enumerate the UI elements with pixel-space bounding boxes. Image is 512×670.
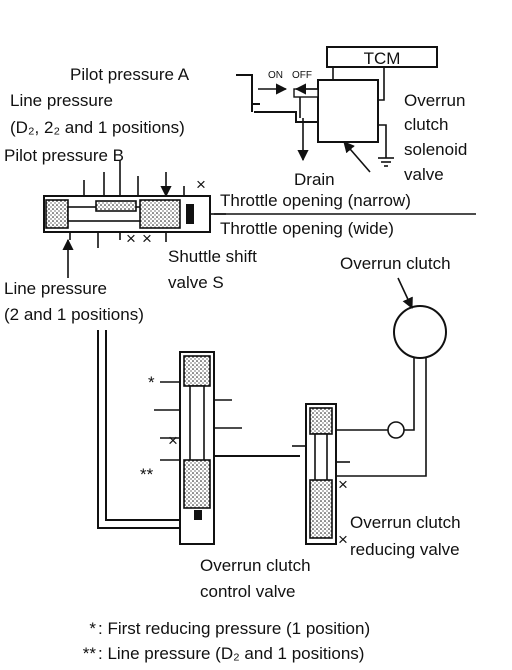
check-valve-ball (387, 421, 405, 439)
check-valve (336, 330, 415, 439)
overrun-clutch-control-valve: * × ** (140, 351, 242, 545)
pilot-pressure-a-label: Pilot pressure A (70, 65, 190, 84)
shuttle-label-2: valve S (168, 273, 224, 292)
feed-pipe-outer (97, 330, 196, 529)
off-label: OFF (292, 70, 312, 81)
x-mark-reducing-1: × (338, 475, 348, 494)
star-marker-control: * (148, 373, 155, 392)
on-off-switch: ON OFF (258, 70, 318, 95)
shuttle-label-1: Shuttle shift (168, 247, 257, 266)
legend-symbol-1: * (89, 619, 96, 638)
reducing-dotted-top (309, 407, 333, 435)
check-valve-out (404, 330, 415, 431)
solenoid-valve (293, 67, 394, 173)
overrun-clutch-pointer (397, 277, 413, 310)
throttle-wide-label: Throttle opening (wide) (220, 219, 394, 238)
reducing-port-right-2 (336, 330, 427, 477)
overrun-clutch-reducing-valve: × × (292, 330, 427, 549)
double-star-marker-control: ** (140, 465, 154, 484)
x-mark-reducing-2: × (338, 530, 348, 549)
control-valve-label-2: control valve (200, 582, 295, 601)
solenoid-pointer (343, 141, 371, 173)
legend: * : First reducing pressure (1 position)… (83, 619, 370, 663)
shuttle-dotted-left (45, 199, 69, 229)
solenoid-plunger (293, 88, 319, 98)
positions-d2-label: (D₂, 2₂ and 1 positions) (10, 118, 185, 137)
on-label: ON (268, 70, 283, 81)
line-pressure-left-label: Line pressure (4, 279, 107, 298)
legend-text-1: : First reducing pressure (1 position) (98, 619, 370, 638)
shuttle-shift-valve: × × × (43, 160, 226, 248)
reducing-valve-label-1: Overrun clutch (350, 513, 461, 532)
legend-text-2: : Line pressure (D₂ and 1 positions) (98, 644, 364, 663)
ground-wire (378, 124, 387, 158)
line-to-solenoid (254, 111, 318, 123)
shuttle-dotted-mid (95, 200, 137, 212)
legend-symbol-2: ** (83, 644, 97, 663)
overrun-solenoid-label-2: clutch (404, 115, 448, 134)
overrun-solenoid-label-1: Overrun (404, 91, 465, 110)
solenoid-body (317, 79, 379, 143)
reducing-dotted-bottom (309, 479, 333, 539)
x-mark-shuttle-bottom-1: × (126, 229, 136, 248)
x-mark-shuttle-bottom-2: × (142, 229, 152, 248)
pilot-a-pipe (236, 74, 260, 105)
shuttle-plug (186, 204, 194, 224)
positions-21-label: (2 and 1 positions) (4, 305, 144, 324)
feed-pipe-inner (105, 330, 196, 521)
ground-icon (378, 157, 394, 167)
overrun-solenoid-label-4: valve (404, 165, 444, 184)
x-mark-shuttle-top: × (196, 175, 206, 194)
line-pressure-top-label: Line pressure (10, 91, 113, 110)
overrun-clutch (393, 277, 447, 359)
overrun-clutch-label: Overrun clutch (340, 254, 451, 273)
control-valve-label-1: Overrun clutch (200, 556, 311, 575)
control-dotted-bottom (183, 459, 211, 509)
reducing-valve-label-2: reducing valve (350, 540, 460, 559)
drain-label: Drain (294, 170, 335, 189)
shuttle-dotted-right (139, 199, 181, 229)
overrun-solenoid-label-3: solenoid (404, 140, 467, 159)
tcm-unit: TCM (326, 46, 438, 68)
control-dotted-top (183, 355, 211, 387)
pilot-pressure-b-label: Pilot pressure B (4, 146, 124, 165)
control-plug (194, 510, 202, 520)
tcm-box (326, 46, 438, 68)
x-mark-control: × (168, 431, 178, 450)
overrun-clutch-circle (393, 305, 447, 359)
tcm-signal-wire (378, 67, 385, 101)
tcm-label: TCM (364, 49, 401, 68)
throttle-narrow-label: Throttle opening (narrow) (220, 191, 411, 210)
